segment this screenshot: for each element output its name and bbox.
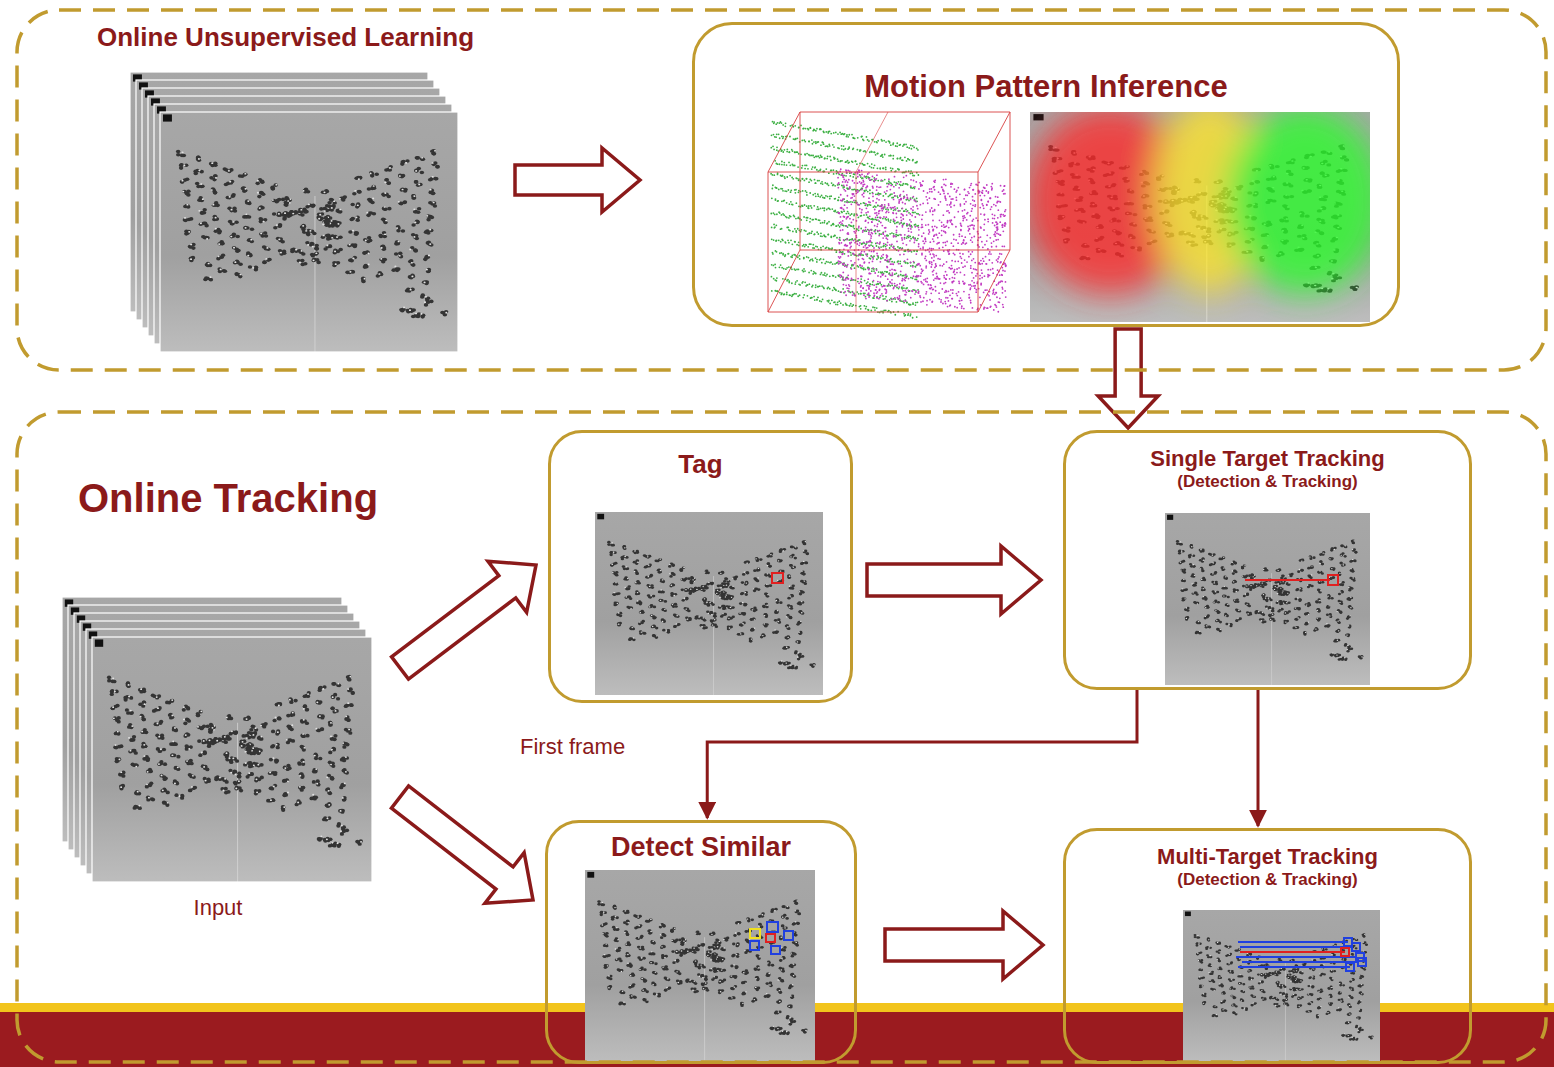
block-arrow xyxy=(391,786,533,903)
block-arrow xyxy=(515,148,640,212)
block-arrow xyxy=(885,911,1043,979)
process-box: Motion Pattern Inference xyxy=(692,22,1400,327)
heatmap xyxy=(1025,95,1385,322)
process-box: Detect Similar xyxy=(545,820,857,1064)
node-title: Tag xyxy=(678,449,722,480)
dashed-outline xyxy=(15,8,1548,372)
frame-stack xyxy=(130,72,458,352)
video-frame xyxy=(585,870,815,1062)
video-frame xyxy=(595,512,823,695)
video-frame xyxy=(1165,513,1370,685)
region-panel: Online TrackingInput Tag Single Target Tra… xyxy=(15,410,1548,1064)
node-subtitle: (Detection & Tracking) xyxy=(1177,472,1357,492)
annotation-label: First frame xyxy=(520,734,625,760)
process-box: Multi-Target Tracking(Detection & Tracki… xyxy=(1063,828,1472,1064)
flow-arrow xyxy=(1257,690,1260,826)
video-frame xyxy=(1183,910,1380,1062)
frame-stack xyxy=(62,597,372,882)
process-box: Single Target Tracking(Detection & Track… xyxy=(1063,430,1472,690)
node-title: Input xyxy=(194,895,243,921)
node-title: Motion Pattern Inference xyxy=(864,68,1227,105)
block-arrow xyxy=(867,546,1041,614)
process-box: Tag xyxy=(548,430,853,703)
flow-arrow xyxy=(707,690,1137,818)
region-panel: Online Unsupervised LearningMotion Patte… xyxy=(15,8,1548,372)
node-title: Detect Similar xyxy=(611,831,791,863)
node-title: Multi-Target Tracking xyxy=(1157,844,1378,870)
node-title: Online Unsupervised Learning xyxy=(97,22,474,53)
block-arrow xyxy=(392,561,536,679)
node-title: Single Target Tracking xyxy=(1150,446,1384,472)
node-subtitle: (Detection & Tracking) xyxy=(1177,870,1357,890)
scatter-plot xyxy=(768,112,1010,319)
input-stack: Input xyxy=(62,597,374,927)
node-title: Online Tracking xyxy=(78,474,378,522)
